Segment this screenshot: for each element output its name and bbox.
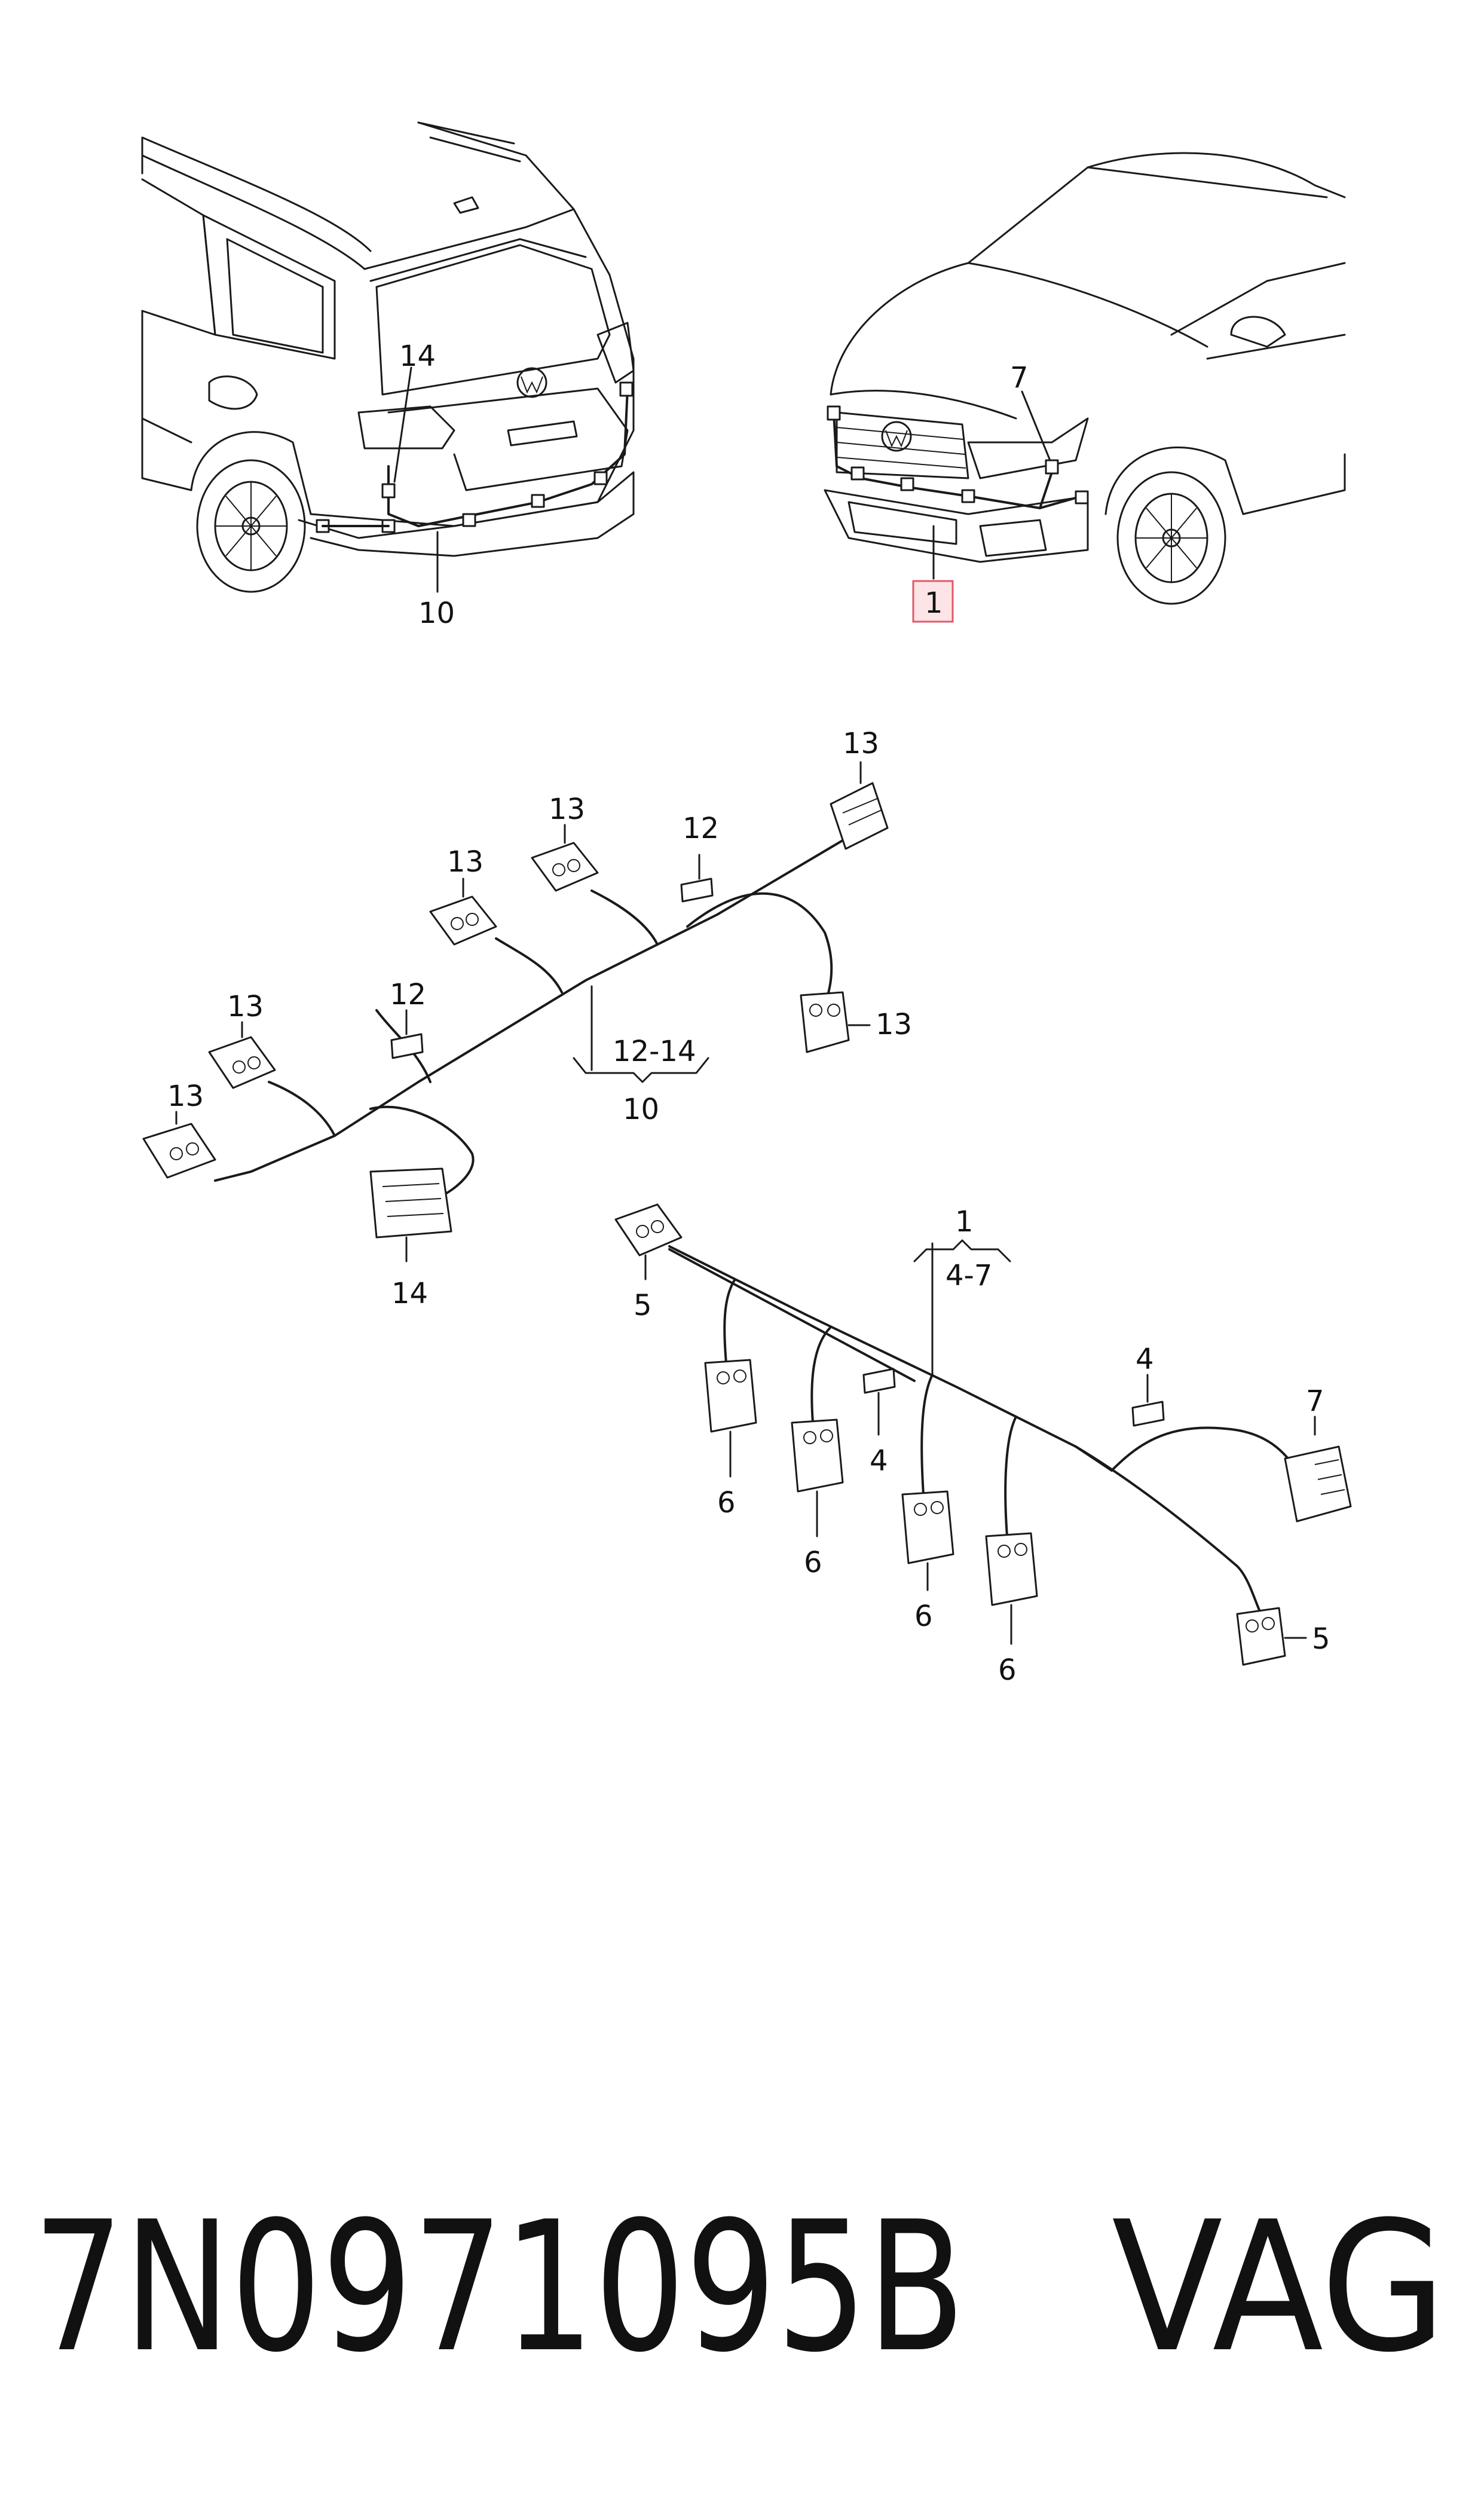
connector-13-upper-right xyxy=(830,782,889,850)
callout-rear-harness-13-d: 13 xyxy=(876,1008,912,1041)
connector-13-right-lower xyxy=(800,991,871,1053)
callout-rear-harness-13-f: 13 xyxy=(167,1080,204,1113)
callout-rear-harness-13-c: 13 xyxy=(447,845,484,879)
connector-13-upper-mid xyxy=(531,842,599,892)
callout-front-harness-range: 4-7 xyxy=(946,1259,992,1292)
clip-12-left xyxy=(390,1009,424,1059)
connector-6-b xyxy=(791,1419,844,1537)
connector-6-c xyxy=(901,1490,954,1591)
callout-front-1: 1 xyxy=(925,586,943,620)
callout-rear-harness-assembly: 10 xyxy=(623,1093,659,1126)
callout-rear-harness-13-a: 13 xyxy=(843,727,879,760)
callout-front-harness-6-b: 6 xyxy=(804,1546,822,1579)
callout-rear-harness-14: 14 xyxy=(391,1277,428,1310)
connector-5-right xyxy=(1236,1607,1307,1666)
connector-7 xyxy=(1284,1416,1352,1523)
connector-14 xyxy=(369,1167,452,1262)
clip-12-right xyxy=(680,854,714,903)
callout-front-harness-6-d: 6 xyxy=(998,1653,1017,1687)
clip-4-mid xyxy=(862,1368,896,1436)
clip-4-right xyxy=(1131,1374,1165,1427)
rear-car-illustration xyxy=(141,121,635,593)
callout-front-harness-4-b: 4 xyxy=(1136,1343,1154,1376)
callout-front-harness-7: 7 xyxy=(1306,1384,1324,1418)
connector-13-left-upper xyxy=(208,1036,276,1089)
callout-front-1-highlight xyxy=(912,580,954,623)
connector-6-a xyxy=(704,1359,757,1478)
callout-front-harness-5-a: 5 xyxy=(634,1289,652,1322)
part-number: 7N0971095B xyxy=(33,2183,965,2392)
callout-rear-harness-13-e: 13 xyxy=(227,990,264,1023)
callout-rear-harness-range: 12-14 xyxy=(613,1035,696,1068)
brand-name: VAG xyxy=(1112,2183,1446,2392)
connector-6-d xyxy=(985,1532,1038,1645)
callout-front-harness-assembly: 1 xyxy=(955,1205,974,1239)
callout-rear-harness-13-b: 13 xyxy=(549,793,585,826)
rear-harness-drawing xyxy=(142,761,889,1262)
callout-rear-harness-12-a: 12 xyxy=(683,812,719,845)
callout-front-7: 7 xyxy=(1010,361,1029,395)
connector-13-upper-left xyxy=(429,895,497,946)
front-harness-drawing xyxy=(614,1203,1352,1666)
callout-rear-14: 14 xyxy=(399,340,436,373)
connector-5-left xyxy=(614,1203,683,1280)
callout-rear-harness-12-b: 12 xyxy=(390,978,426,1011)
callout-front-harness-6-c: 6 xyxy=(914,1600,933,1633)
connector-13-left-lower xyxy=(142,1123,216,1179)
front-car-illustration xyxy=(824,152,1346,605)
callout-front-harness-6-a: 6 xyxy=(717,1486,736,1520)
callout-front-harness-4-a: 4 xyxy=(870,1444,888,1478)
callout-rear-10: 10 xyxy=(418,597,455,630)
callout-front-harness-5-b: 5 xyxy=(1312,1622,1330,1656)
